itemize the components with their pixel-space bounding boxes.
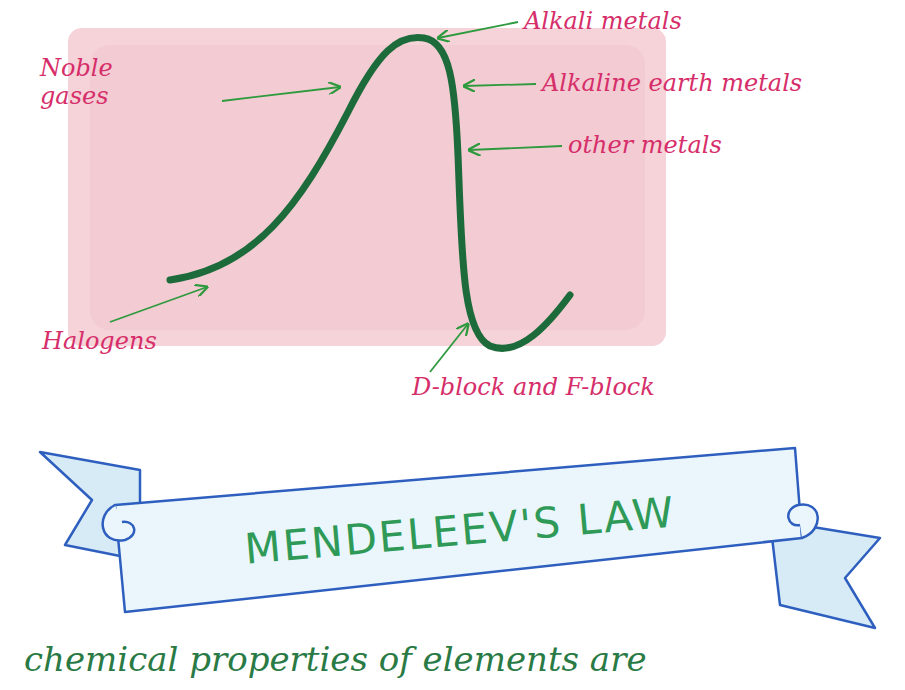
group-label: Alkali metals xyxy=(524,8,682,36)
ribbon-curl xyxy=(103,505,135,541)
banner-title: MENDELEEV'S LAW xyxy=(243,487,678,573)
group-label: other metals xyxy=(568,132,722,160)
trend-curve xyxy=(170,37,570,348)
group-label: Alkaline earth metals xyxy=(542,70,802,98)
ribbon-band xyxy=(115,448,802,612)
leader-arrow xyxy=(438,22,518,38)
group-label: D-block and F-block xyxy=(412,374,655,402)
group-label: Halogens xyxy=(42,328,157,356)
leader-arrow xyxy=(222,87,340,101)
leader-arrow xyxy=(464,84,536,86)
body-text: chemical properties of elements are xyxy=(24,640,647,679)
leader-arrow xyxy=(469,146,562,150)
leader-arrow xyxy=(110,287,207,322)
ribbon-curl xyxy=(788,504,817,538)
group-label: Noble gases xyxy=(40,55,130,110)
leader-arrow xyxy=(430,324,468,372)
